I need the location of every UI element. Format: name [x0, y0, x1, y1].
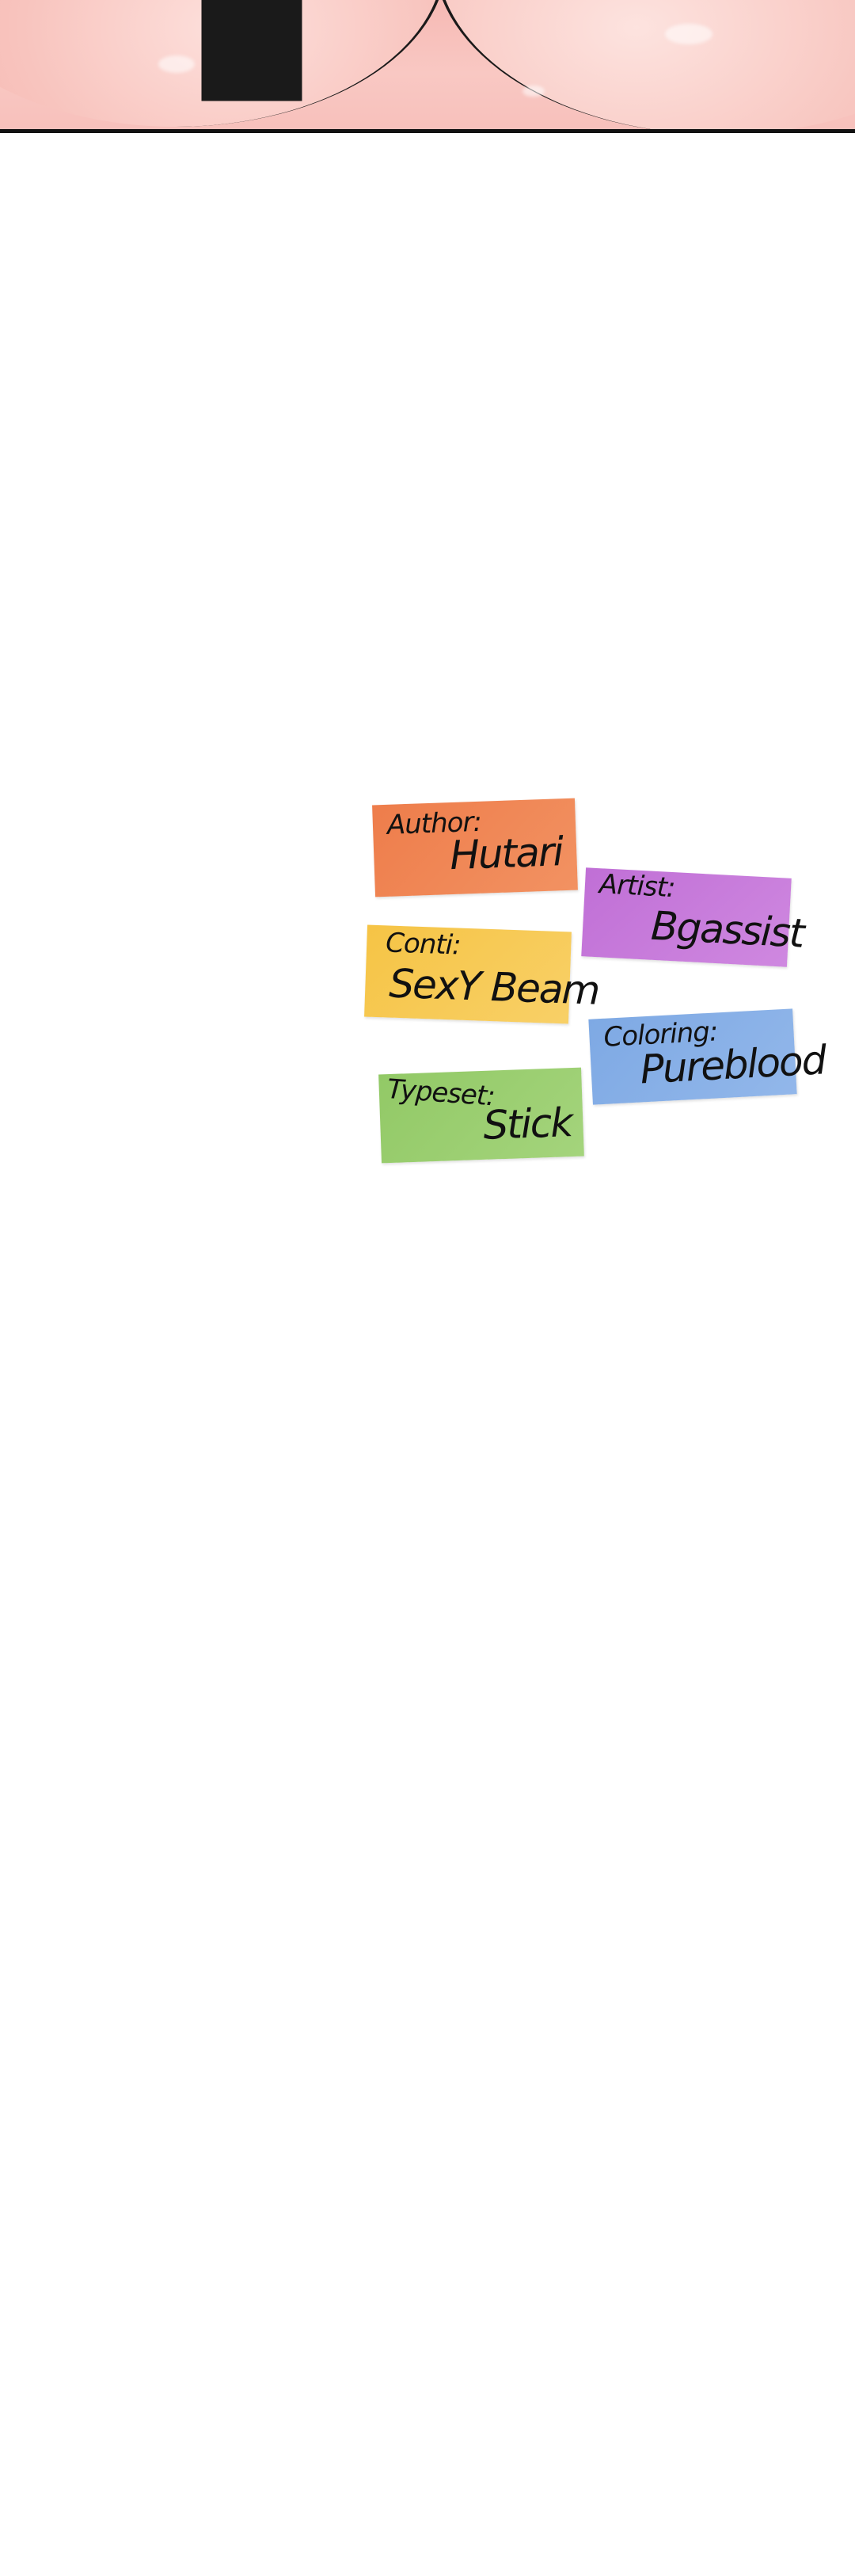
- credit-name: Stick: [482, 1099, 573, 1149]
- artwork-highlight: [158, 55, 195, 73]
- artwork-highlight: [665, 24, 712, 44]
- credit-name: Pureblood: [639, 1037, 826, 1093]
- credit-note-conti: Conti: SexY Beam: [364, 924, 599, 1024]
- panel-border: [0, 129, 855, 133]
- credit-note-coloring: Coloring: Pureblood: [588, 1008, 826, 1105]
- artwork-highlight: [522, 86, 545, 97]
- credit-role-label: Conti:: [385, 927, 462, 962]
- comic-panel-artwork: [0, 0, 855, 133]
- credit-name: Bgassist: [649, 902, 804, 957]
- credit-name: SexY Beam: [388, 960, 600, 1014]
- credit-note-artist: Artist: Bgassist: [581, 867, 804, 967]
- credit-note-author: Author: Hutari: [372, 798, 578, 897]
- credit-role-label: Typeset:: [386, 1073, 496, 1113]
- credit-note-typeset: Typeset: Stick: [378, 1067, 584, 1164]
- credit-role-label: Artist:: [598, 868, 676, 905]
- credit-name: Hutari: [449, 829, 564, 879]
